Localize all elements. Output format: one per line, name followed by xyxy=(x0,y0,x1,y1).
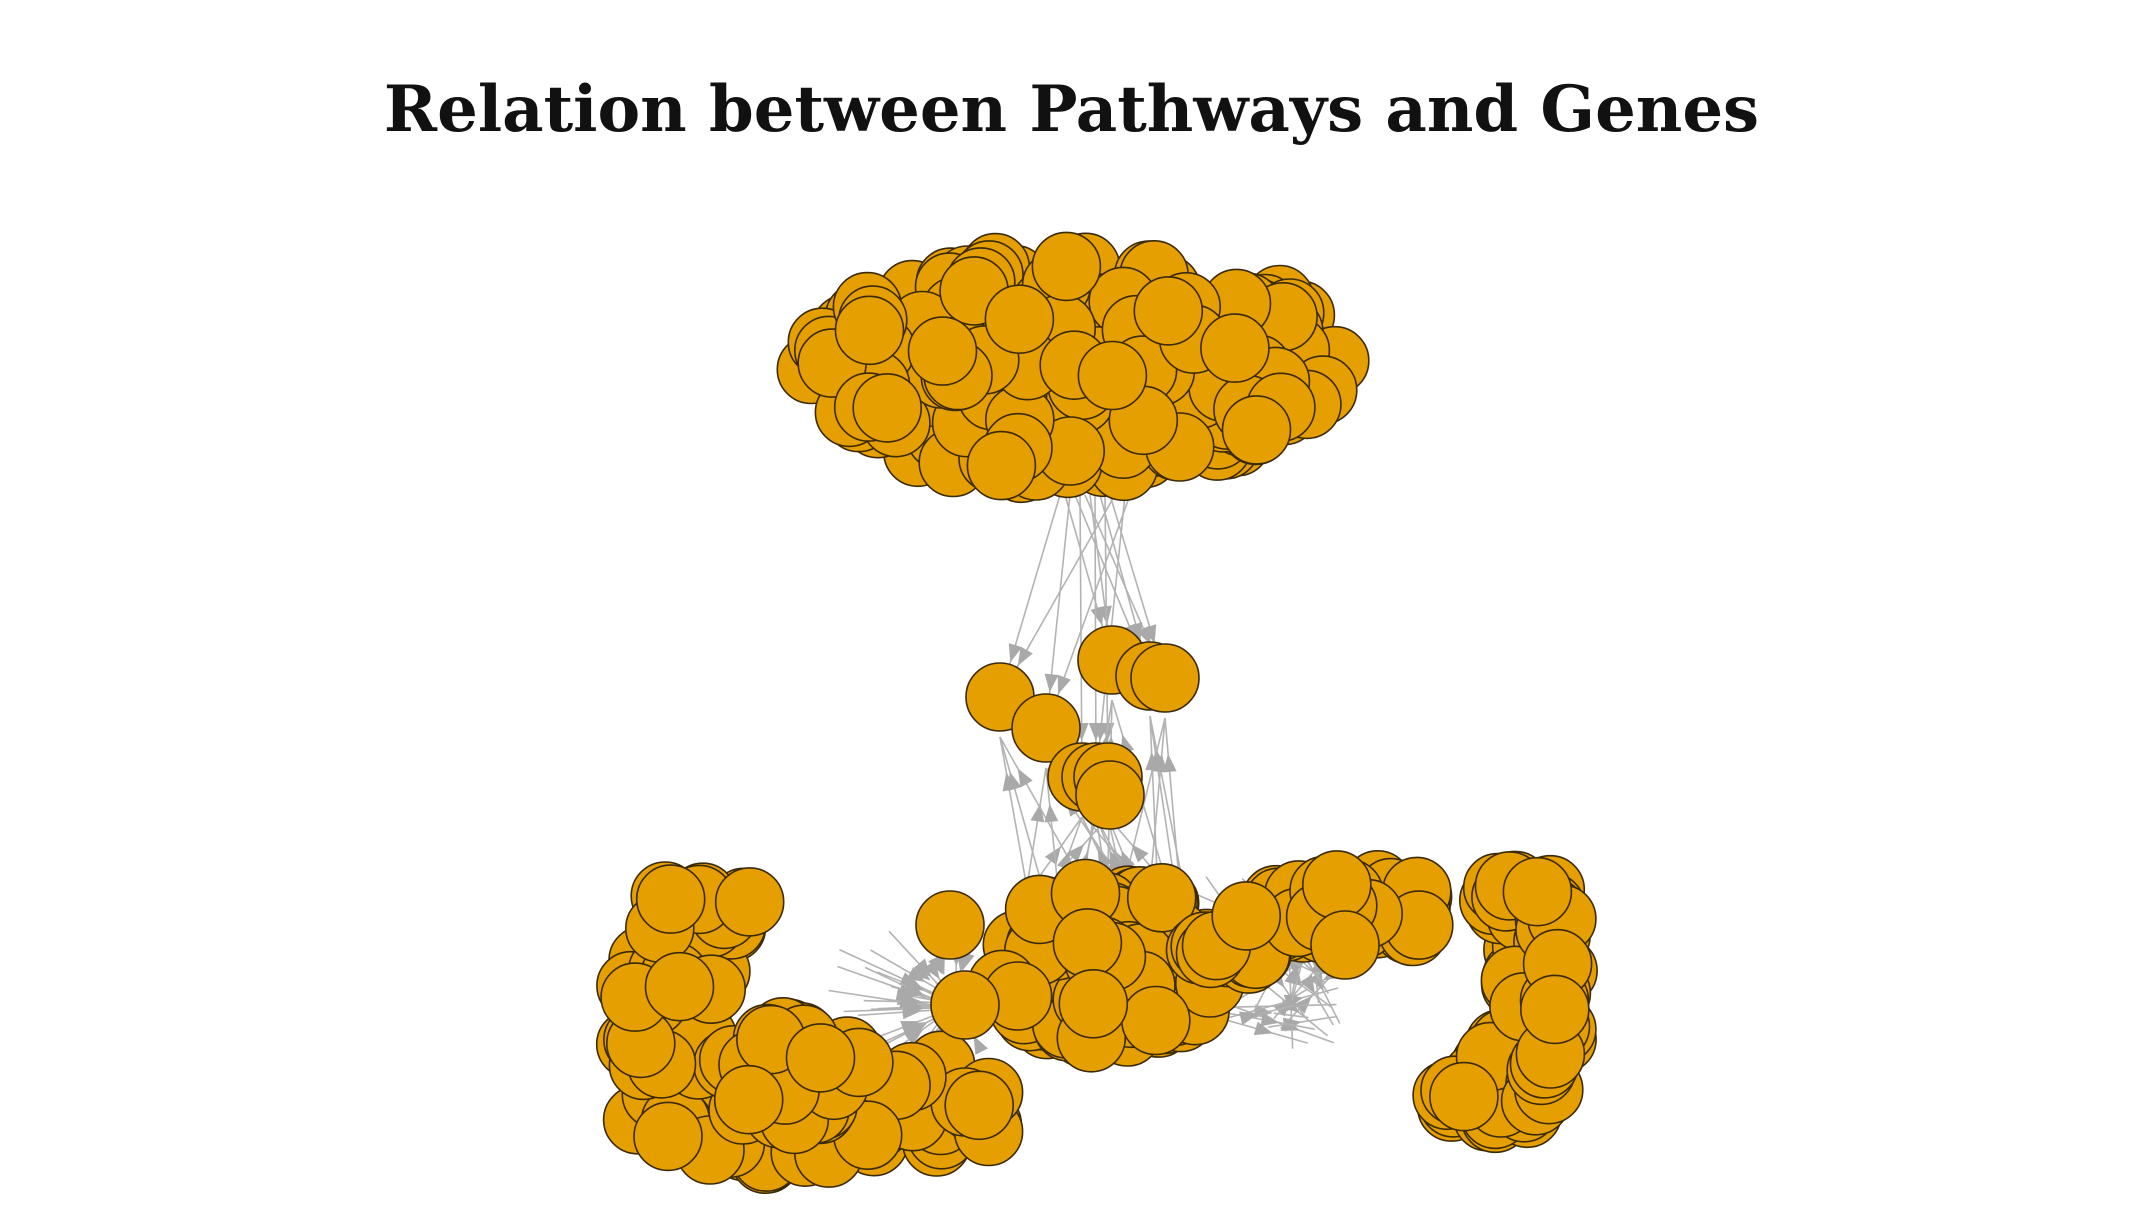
edge-arrowhead xyxy=(1044,673,1059,693)
gene-node-top-cluster xyxy=(1077,340,1148,411)
edge-arrowhead xyxy=(1008,771,1022,791)
gene-node-left-cluster xyxy=(644,951,715,1022)
gene-node-left-cluster xyxy=(714,867,785,937)
edge-arrowhead xyxy=(899,994,919,1009)
pathway-hub-node xyxy=(915,890,985,960)
edge-arrowhead xyxy=(1284,995,1304,1009)
pathway-hub-node xyxy=(1130,643,1200,713)
gene-node-center-cluster xyxy=(1126,862,1197,933)
gene-node-top-cluster xyxy=(852,373,923,443)
edge-arrowhead xyxy=(912,963,931,981)
gene-node-left-cluster xyxy=(635,864,706,934)
edge-right-fan xyxy=(1268,1015,1338,1028)
edge-arrowhead xyxy=(1121,850,1135,870)
edge-arrowhead xyxy=(973,1035,988,1055)
edge-arrowhead xyxy=(1299,974,1315,994)
edge-arrowhead xyxy=(1153,753,1168,773)
gene-node-center-cluster xyxy=(1052,908,1123,978)
gene-node-left-cluster xyxy=(713,1064,784,1135)
gene-node-right-cluster xyxy=(1502,856,1573,927)
gene-node-top-cluster xyxy=(834,295,905,366)
pathway-hub-node xyxy=(1310,910,1380,980)
gene-node-left-cluster xyxy=(944,1070,1015,1141)
edge-arrowhead xyxy=(1284,970,1303,987)
edge-arrowhead xyxy=(1017,646,1033,666)
edge-arrowhead xyxy=(1094,722,1109,742)
edge-arrowhead xyxy=(905,976,925,991)
edge-top-to-hub xyxy=(999,494,1061,698)
edge-arrowhead xyxy=(1142,624,1157,644)
gene-node-right-cluster xyxy=(1520,974,1590,1045)
gene-node-center-cluster xyxy=(1121,985,1191,1056)
pathway-hub-node xyxy=(930,970,1000,1040)
edge-arrowhead xyxy=(1097,605,1112,625)
edge-arrowhead xyxy=(1044,846,1061,865)
edge-right-fan xyxy=(1316,996,1334,1026)
edge-arrowhead xyxy=(1008,643,1023,663)
edge-arrowhead xyxy=(1128,622,1143,642)
edge-arrowhead xyxy=(1253,1021,1274,1036)
edge-arrowhead xyxy=(1044,803,1059,823)
gene-node-center-cluster xyxy=(1058,968,1129,1039)
edge-arrowhead xyxy=(1057,674,1071,695)
edge-arrowhead xyxy=(1067,844,1085,863)
gene-node-upper-right-cluster xyxy=(1211,881,1281,951)
edge-arrowhead xyxy=(1109,850,1123,870)
pathway-hub-node xyxy=(1011,693,1081,763)
page-title: Relation between Pathways and Genes xyxy=(383,72,1760,147)
gene-node-top-cluster xyxy=(1200,313,1270,383)
gene-node-top-cluster xyxy=(1031,231,1102,302)
gene-node-top-cluster xyxy=(984,284,1055,355)
edge-arrowhead xyxy=(1260,1012,1280,1027)
edge-arrowhead xyxy=(1162,753,1177,773)
gene-node-top-cluster xyxy=(907,316,978,386)
edge-arrowhead xyxy=(923,960,940,980)
gene-node-left-cluster xyxy=(785,1023,856,1093)
gene-node-top-cluster xyxy=(966,430,1037,501)
gene-node-upper-right-cluster xyxy=(1302,850,1372,920)
gene-node-right-cluster xyxy=(1429,1061,1499,1132)
edge-arrowhead xyxy=(1239,1011,1259,1026)
edge-arrowhead xyxy=(1017,768,1033,788)
pathway-hub-node xyxy=(1075,760,1145,830)
gene-node-top-cluster xyxy=(1133,276,1204,346)
edge-arrowhead xyxy=(900,1021,920,1035)
node-layer xyxy=(595,231,1598,1194)
edge-arrowhead xyxy=(1131,844,1149,863)
gene-node-left-cluster xyxy=(633,1101,703,1172)
gene-node-top-cluster xyxy=(1221,395,1292,465)
